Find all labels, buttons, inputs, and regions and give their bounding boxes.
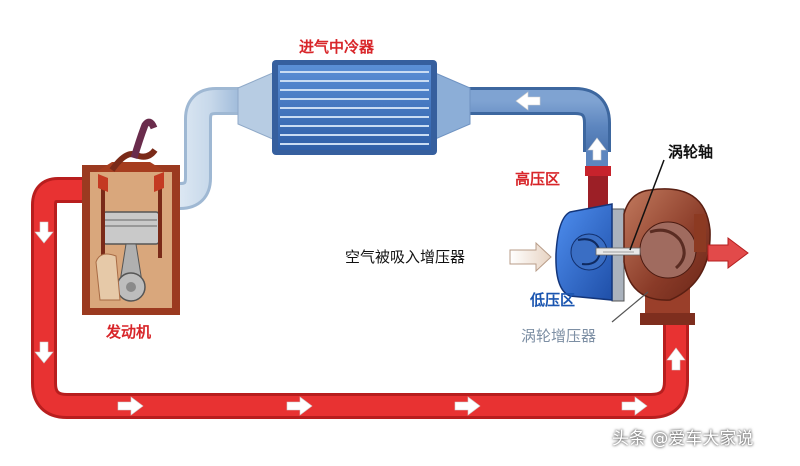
flow-arrow-right-2	[286, 396, 313, 416]
air-intake-arrow	[509, 241, 552, 273]
low-pressure-label: 低压区	[530, 291, 576, 309]
cooled-air-pipe	[166, 87, 253, 210]
intercooler-label: 进气中冷器	[299, 38, 375, 56]
flow-arrow-up-1	[666, 347, 686, 371]
flow-arrow-down-2	[34, 341, 54, 364]
turbocharger-label: 涡轮增压器	[521, 327, 597, 345]
air-intake-label: 空气被吸入增压器	[345, 248, 466, 266]
intake-pipe	[458, 87, 611, 168]
engine	[82, 118, 180, 315]
flow-arrow-right-3	[454, 396, 481, 416]
flow-arrow-up-2	[587, 137, 607, 161]
turbo-shaft-pointer	[629, 159, 665, 251]
watermark: 头条 @爱车大家说	[612, 429, 754, 449]
flow-arrow-left-1	[515, 91, 541, 111]
high-pressure-label: 高压区	[515, 170, 561, 188]
turbocharger-pointer	[611, 291, 649, 323]
exhaust-out-arrow	[707, 237, 749, 269]
flow-arrow-right-4	[621, 396, 648, 416]
intercooler	[237, 60, 471, 155]
turbo-shaft-label: 涡轮轴	[668, 143, 714, 161]
engine-label: 发动机	[106, 323, 152, 341]
flow-arrow-down-1	[34, 221, 54, 244]
flow-arrow-right-1	[117, 396, 144, 416]
turbocharger	[555, 166, 711, 325]
